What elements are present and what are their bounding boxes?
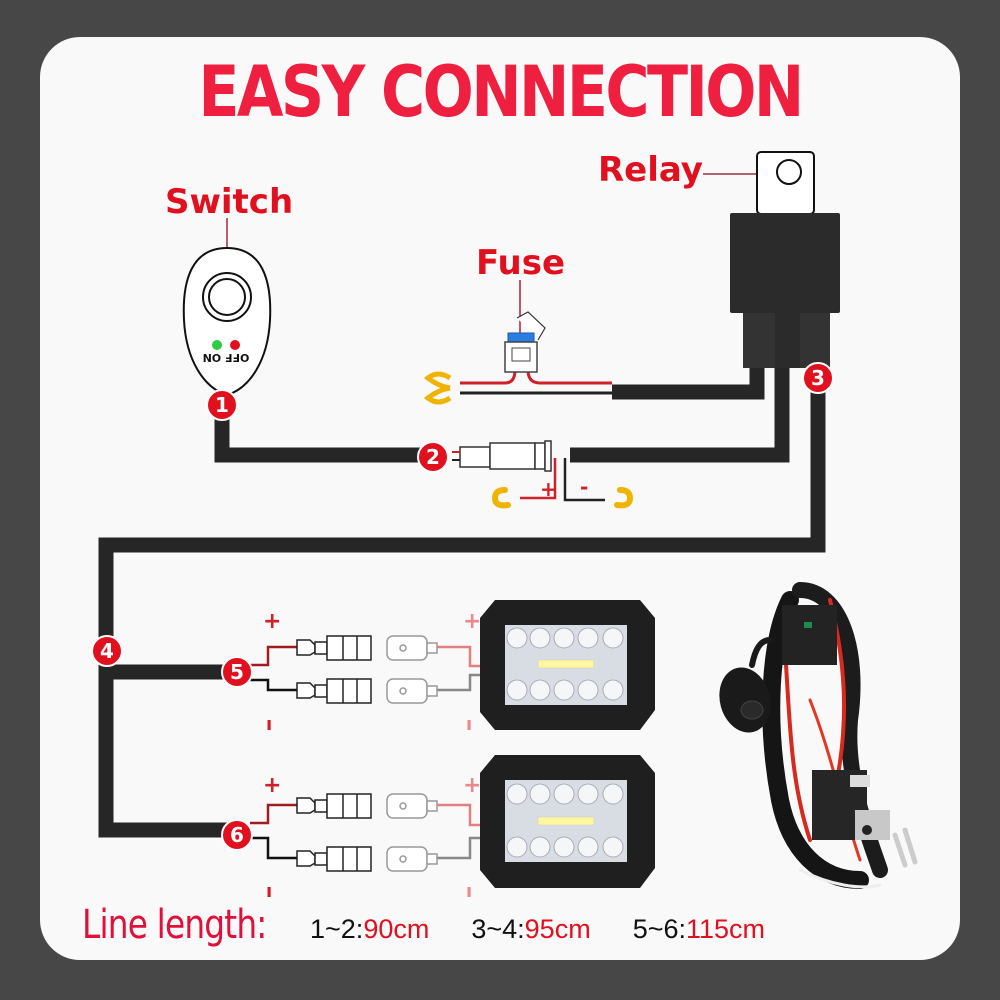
node-badges: 1 2 3 4 5 6: [91, 362, 834, 851]
plus-mark: +: [463, 609, 481, 634]
fuse-holder: [504, 280, 546, 373]
female-connector: [296, 635, 372, 661]
line-length-segment: 5~6:115cm: [633, 914, 765, 945]
line-length-label: Line length:: [82, 902, 267, 948]
node-badge-1: 1: [206, 389, 238, 421]
node-badge-4: 4: [91, 635, 123, 667]
node-badge-3: 3: [802, 362, 834, 394]
male-connector: [386, 793, 438, 819]
switch-label: Switch: [165, 182, 294, 222]
male-connector: [386, 846, 438, 872]
svg-text:1: 1: [215, 393, 229, 417]
svg-text:6: 6: [230, 823, 244, 847]
relay-label: Relay: [598, 150, 703, 190]
relay-icon: [703, 151, 840, 368]
male-connectors: [386, 635, 438, 872]
svg-text:2: 2: [426, 445, 440, 469]
minus-mark: ı: [466, 881, 472, 902]
harness-product-photo: [719, 582, 918, 889]
female-connectors: [296, 635, 372, 872]
female-connector: [296, 678, 372, 704]
on-indicator-light: [212, 340, 222, 350]
node-badge-5: 5: [221, 656, 253, 688]
lamp-wiring: [250, 645, 482, 860]
plus-mark: +: [463, 773, 481, 798]
wire-relay-to-lamps: [98, 390, 826, 838]
plus-sign: +: [540, 477, 557, 501]
plus-mark: +: [263, 609, 281, 634]
segment-value: 95cm: [524, 914, 591, 944]
segment-range: 5~6:: [632, 914, 686, 944]
wire-relay-to-fuse: [612, 365, 765, 400]
wire-connector-to-relay: [570, 365, 790, 463]
node-badge-2: 2: [417, 441, 449, 473]
switch-icon: OFF ON: [182, 218, 272, 397]
off-indicator-light: [230, 340, 240, 350]
svg-text:4: 4: [100, 639, 114, 663]
segment-range: 3~4:: [471, 914, 525, 944]
female-connector: [296, 793, 372, 819]
fuse-line: [460, 369, 612, 395]
svg-text:5: 5: [230, 660, 244, 684]
ring-terminal-icon: [423, 371, 452, 405]
wire-switch-to-connector: [214, 415, 425, 463]
line-length-segment: 1~2:90cm: [310, 914, 429, 945]
node-badge-6: 6: [221, 819, 253, 851]
harness-wires: [98, 365, 826, 838]
indicator-text: OFF ON: [203, 351, 250, 364]
minus-sign: -: [580, 475, 588, 499]
minus-mark: ı: [266, 714, 272, 735]
led-light-1: [480, 600, 655, 730]
male-connector: [386, 635, 438, 661]
line-length-footer: Line length: 1~2:90cm 3~4:95cm 5~6:115cm: [82, 902, 807, 952]
minus-mark: ı: [466, 714, 472, 735]
segment-value: 90cm: [363, 914, 430, 944]
page-title: EASY CONNECTION: [198, 51, 804, 133]
female-connector: [296, 846, 372, 872]
plus-mark: +: [263, 773, 281, 798]
segment-value: 115cm: [686, 914, 766, 944]
minus-mark: ı: [266, 881, 272, 902]
male-connector: [386, 678, 438, 704]
segment-range: 1~2:: [310, 914, 364, 944]
led-light-2: [480, 755, 655, 888]
line-length-segment: 3~4:95cm: [471, 914, 590, 945]
power-leads: [520, 458, 605, 502]
polarity-marks: + ı + ı + ı + ı: [263, 609, 481, 902]
ring-terminal-icon: [491, 487, 634, 509]
svg-text:3: 3: [811, 366, 825, 390]
fuse-label: Fuse: [476, 243, 566, 283]
inline-connector: [452, 440, 552, 472]
